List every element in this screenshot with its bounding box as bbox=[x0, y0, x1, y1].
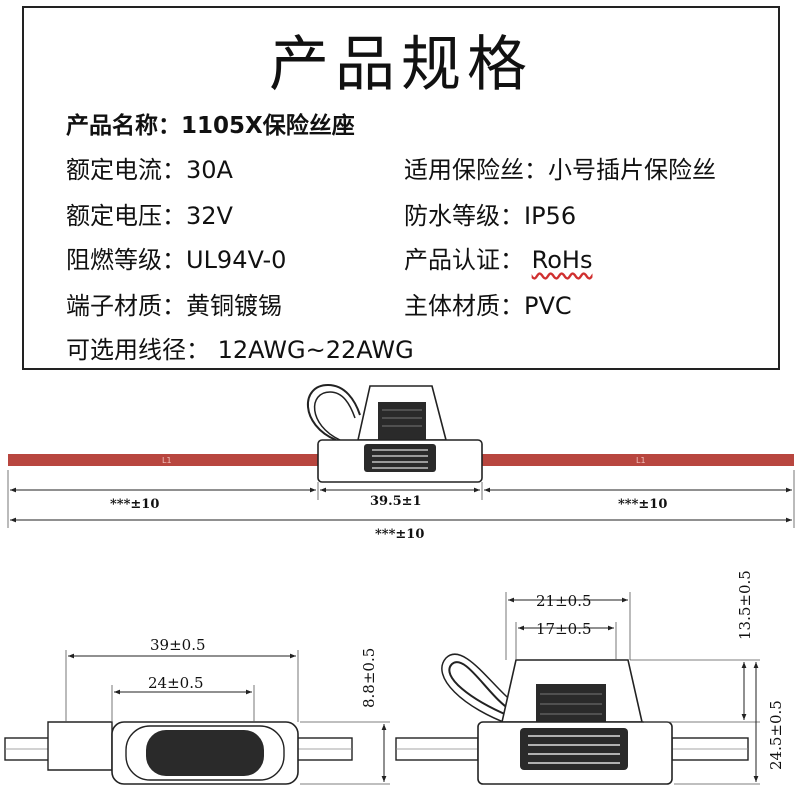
dim-front-width-outer: 39±0.5 bbox=[150, 636, 206, 654]
waterproof-rating: 防水等级：IP56 bbox=[404, 202, 577, 230]
front-view: 39±0.5 24±0.5 8.8±0.5 bbox=[4, 636, 390, 785]
dim-body-height: 24.5±0.5 bbox=[767, 700, 785, 770]
side-wire-loop bbox=[448, 661, 515, 719]
certification-label: 产品认证： bbox=[404, 246, 524, 274]
rated-current: 额定电流：30A bbox=[66, 156, 233, 184]
body-grip bbox=[364, 444, 436, 472]
fuse-blade bbox=[378, 402, 426, 440]
wire-label-right: L1 bbox=[636, 456, 646, 465]
spec-title: 产品规格 bbox=[269, 30, 533, 100]
dim-total-length: ***±10 bbox=[375, 527, 424, 542]
dim-front-width-inner: 24±0.5 bbox=[148, 674, 204, 692]
certification: 产品认证： RoHs bbox=[404, 240, 592, 275]
dim-right-length: ***±10 bbox=[618, 497, 667, 512]
wire-label-left: L1 bbox=[162, 456, 172, 465]
rated-voltage: 额定电压：32V bbox=[66, 202, 233, 230]
certification-value: RoHs bbox=[531, 246, 593, 274]
dim-left-length: ***±10 bbox=[110, 497, 159, 512]
dim-cap-height: 13.5±0.5 bbox=[736, 570, 754, 640]
dim-holder-length: 39.5±1 bbox=[370, 494, 422, 509]
product-name: 产品名称：1105X保险丝座 bbox=[66, 113, 355, 139]
dim-top-width-inner: 17±0.5 bbox=[536, 620, 592, 638]
spec-box: 产品规格 产品名称：1105X保险丝座 额定电流：30A 适用保险丝：小号插片保… bbox=[22, 6, 780, 370]
dim-front-thickness: 8.8±0.5 bbox=[360, 648, 378, 708]
wire-loop bbox=[306, 383, 361, 441]
wire-gauge: 可选用线径： 12AWG~22AWG bbox=[66, 336, 414, 364]
applicable-fuse: 适用保险丝：小号插片保险丝 bbox=[404, 156, 716, 184]
side-view: 21±0.5 17±0.5 13.5±0.5 24.5±0.5 bbox=[395, 570, 785, 785]
side-view-assembly: L1 L1 ***±10 39.5±1 ***±10 ***±10 bbox=[7, 383, 795, 542]
wire-left bbox=[8, 454, 320, 466]
flame-rating: 阻燃等级：UL94V-0 bbox=[66, 246, 287, 274]
dim-top-width-outer: 21±0.5 bbox=[536, 592, 592, 610]
body-material: 主体材质：PVC bbox=[404, 292, 572, 320]
terminal-material: 端子材质：黄铜镀锡 bbox=[66, 292, 282, 320]
side-grip bbox=[520, 728, 628, 770]
wire-right bbox=[482, 454, 794, 466]
front-grip bbox=[146, 730, 264, 776]
